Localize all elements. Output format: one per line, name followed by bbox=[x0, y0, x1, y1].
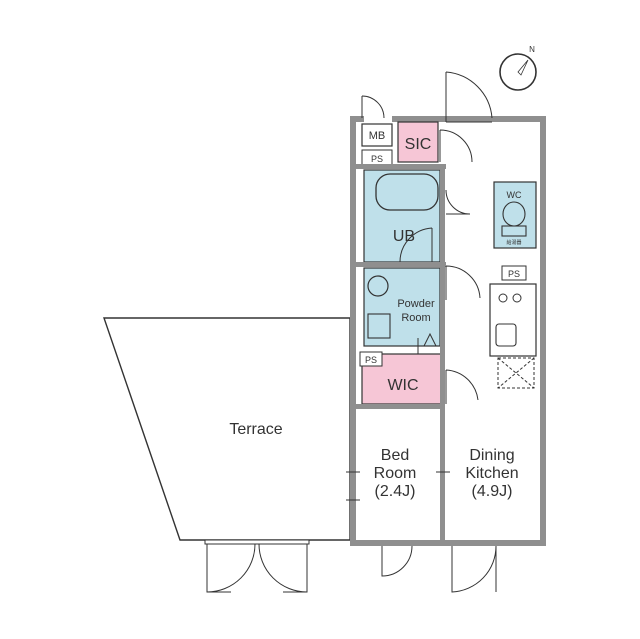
exterior-walls bbox=[350, 116, 546, 546]
ps-label-top: PS bbox=[371, 154, 383, 164]
ps-label-right: PS bbox=[508, 269, 520, 279]
wc-note: 給湯器 bbox=[506, 239, 521, 246]
dining-size: (4.9J) bbox=[472, 483, 513, 500]
stove-burner-icon bbox=[498, 293, 508, 303]
bottom-openings bbox=[381, 545, 497, 593]
ps-box-right bbox=[501, 265, 527, 281]
dining-label-1: Dining bbox=[469, 447, 514, 464]
powder-label-2: Room bbox=[401, 312, 430, 324]
entrance-door bbox=[445, 71, 493, 123]
sic-label: SIC bbox=[405, 136, 432, 153]
terrace-label: Terrace bbox=[229, 421, 282, 438]
sic-room bbox=[397, 121, 439, 163]
north-arrow-icon bbox=[499, 53, 537, 91]
ps-box-mid-cover bbox=[359, 351, 383, 367]
bedroom-label-2: Room bbox=[374, 465, 417, 482]
toilet-tank-icon bbox=[501, 225, 527, 237]
wic-label: WIC bbox=[387, 377, 418, 394]
dining-label-2: Kitchen bbox=[465, 465, 518, 482]
ps-label-mid-2: PS bbox=[365, 355, 377, 365]
washbasin-icon bbox=[367, 313, 391, 339]
terrace-area bbox=[103, 317, 351, 541]
wc-label: WC bbox=[507, 190, 522, 200]
mb-box bbox=[361, 123, 393, 147]
mb-label: MB bbox=[369, 130, 386, 142]
mb-door bbox=[361, 95, 385, 119]
powder-label-1: Powder bbox=[397, 298, 435, 310]
north-label: N bbox=[529, 45, 535, 54]
ub-label: UB bbox=[393, 228, 415, 245]
terrace-doors bbox=[204, 539, 310, 593]
bathtub bbox=[375, 173, 439, 211]
sink-icon bbox=[495, 323, 517, 347]
washing-machine-icon bbox=[367, 275, 389, 297]
stove-burner-icon-2 bbox=[512, 293, 522, 303]
bedroom-size: (2.4J) bbox=[375, 483, 416, 500]
toilet-bowl-icon bbox=[502, 201, 526, 227]
bedroom-label-1: Bed bbox=[381, 447, 409, 464]
